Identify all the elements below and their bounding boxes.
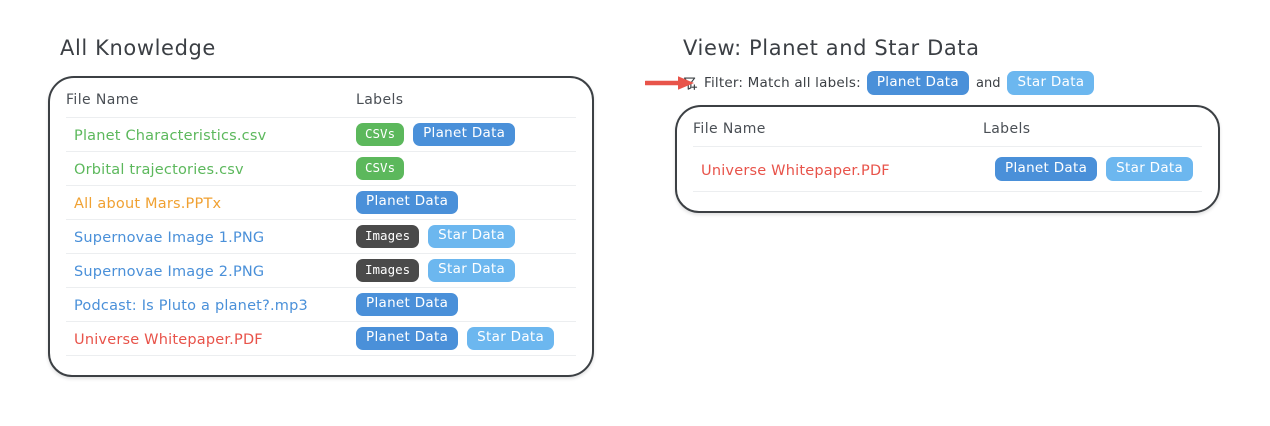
label-chip-star-data[interactable]: Star Data <box>1106 157 1194 181</box>
filtered-results-card: File Name Labels Universe Whitepaper.PDF… <box>675 105 1220 213</box>
file-name-cell: Supernovae Image 2.PNG <box>66 253 356 288</box>
labels-cell: Planet Data Star Data <box>356 321 576 356</box>
filter-bar[interactable]: Filter: Match all labels: Planet Data an… <box>645 70 1220 96</box>
file-name-cell: Planet Characteristics.csv <box>66 117 356 152</box>
file-name-text[interactable]: All about Mars.PPTx <box>74 196 222 212</box>
file-name-cell: Supernovae Image 1.PNG <box>66 219 356 254</box>
table-row[interactable]: Universe Whitepaper.PDF Planet Data Star D… <box>693 146 1202 192</box>
label-chip-group: Images Star Data <box>356 224 576 249</box>
labels-cell: CSVs Planet Data <box>356 117 576 152</box>
label-chip-star-data[interactable]: Star Data <box>467 326 555 351</box>
label-chip-planet-data[interactable]: Planet Data <box>356 190 459 215</box>
table-empty-space <box>66 356 576 377</box>
column-header-file-name: File Name <box>693 119 983 147</box>
file-name-cell: Orbital trajectories.csv <box>66 151 356 186</box>
label-chip-images[interactable]: Images <box>356 258 420 283</box>
red-arrow-right-icon <box>645 76 694 90</box>
file-name-text[interactable]: Universe Whitepaper.PDF <box>74 332 263 348</box>
filter-chip-star-data[interactable]: Star Data <box>1007 71 1095 95</box>
column-header-labels: Labels <box>356 90 576 118</box>
labels-cell: CSVs <box>356 151 576 186</box>
label-chip-csvs[interactable]: CSVs <box>356 122 405 147</box>
file-name-text[interactable]: Orbital trajectories.csv <box>74 162 244 178</box>
column-header-file-name: File Name <box>66 90 356 118</box>
label-chip-planet-data[interactable]: Planet Data <box>995 157 1098 181</box>
labels-cell: Planet Data <box>356 287 576 322</box>
file-name-text[interactable]: Supernovae Image 2.PNG <box>74 264 265 280</box>
file-name-text[interactable]: Podcast: Is Pluto a planet?.mp3 <box>74 298 308 314</box>
all-knowledge-table: File Name Labels Planet Characteristics.… <box>66 90 576 376</box>
label-chip-star-data[interactable]: Star Data <box>428 258 516 283</box>
filter-conjunction: and <box>975 75 1001 91</box>
column-header-labels: Labels <box>983 119 1202 147</box>
page-title-view: View: Planet and Star Data <box>683 36 980 60</box>
empty-cell <box>356 356 576 377</box>
label-chip-group: Planet Data Star Data <box>356 326 576 351</box>
filtered-results-table: File Name Labels Universe Whitepaper.PDF… <box>693 119 1202 192</box>
page-title-all-knowledge: All Knowledge <box>60 36 216 60</box>
table-header-row: File Name Labels <box>66 90 576 118</box>
file-name-text[interactable]: Supernovae Image 1.PNG <box>74 230 265 246</box>
label-chip-planet-data[interactable]: Planet Data <box>356 292 459 317</box>
label-chip-csvs[interactable]: CSVs <box>356 156 405 181</box>
label-chip-group: CSVs Planet Data <box>356 122 576 147</box>
label-chip-planet-data[interactable]: Planet Data <box>413 122 516 147</box>
file-name-cell: Universe Whitepaper.PDF <box>693 146 983 192</box>
label-chip-group: Planet Data Star Data <box>983 157 1202 181</box>
table-row[interactable]: Universe Whitepaper.PDF Planet Data Star D… <box>66 321 576 356</box>
labels-cell: Images Star Data <box>356 219 576 254</box>
table-row[interactable]: Supernovae Image 1.PNG Images Star Data <box>66 219 576 254</box>
file-name-text[interactable]: Planet Characteristics.csv <box>74 128 267 144</box>
empty-cell <box>66 356 356 377</box>
label-chip-star-data[interactable]: Star Data <box>428 224 516 249</box>
label-chip-group: Images Star Data <box>356 258 576 283</box>
labels-cell: Images Star Data <box>356 253 576 288</box>
table-row[interactable]: Supernovae Image 2.PNG Images Star Data <box>66 253 576 288</box>
table-row[interactable]: All about Mars.PPTx Planet Data <box>66 185 576 220</box>
all-knowledge-card: File Name Labels Planet Characteristics.… <box>48 76 594 377</box>
all-knowledge-panel: All Knowledge File Name Labels Planet Ch… <box>48 36 594 377</box>
filtered-results-row-group: Universe Whitepaper.PDF Planet Data Star D… <box>693 146 1202 192</box>
file-name-cell: All about Mars.PPTx <box>66 185 356 220</box>
label-chip-group: Planet Data <box>356 292 576 317</box>
file-name-cell: Podcast: Is Pluto a planet?.mp3 <box>66 287 356 322</box>
label-chip-images[interactable]: Images <box>356 224 420 249</box>
table-row[interactable]: Planet Characteristics.csv CSVs Planet Dat… <box>66 117 576 152</box>
filter-chip-planet-data[interactable]: Planet Data <box>866 71 969 95</box>
labels-cell: Planet Data <box>356 185 576 220</box>
table-row[interactable]: Orbital trajectories.csv CSVs <box>66 151 576 186</box>
table-row[interactable]: Podcast: Is Pluto a planet?.mp3 Planet Da… <box>66 287 576 322</box>
filtered-view-panel: View: Planet and Star Data Filter: Match… <box>645 36 1220 213</box>
label-chip-group: CSVs <box>356 156 576 181</box>
labels-cell: Planet Data Star Data <box>983 146 1202 192</box>
label-chip-group: Planet Data <box>356 190 576 215</box>
file-name-cell: Universe Whitepaper.PDF <box>66 321 356 356</box>
file-name-text[interactable]: Universe Whitepaper.PDF <box>701 162 890 179</box>
filter-label: Filter: Match all labels: <box>704 75 861 91</box>
label-chip-planet-data[interactable]: Planet Data <box>356 326 459 351</box>
table-header-row: File Name Labels <box>693 119 1202 147</box>
